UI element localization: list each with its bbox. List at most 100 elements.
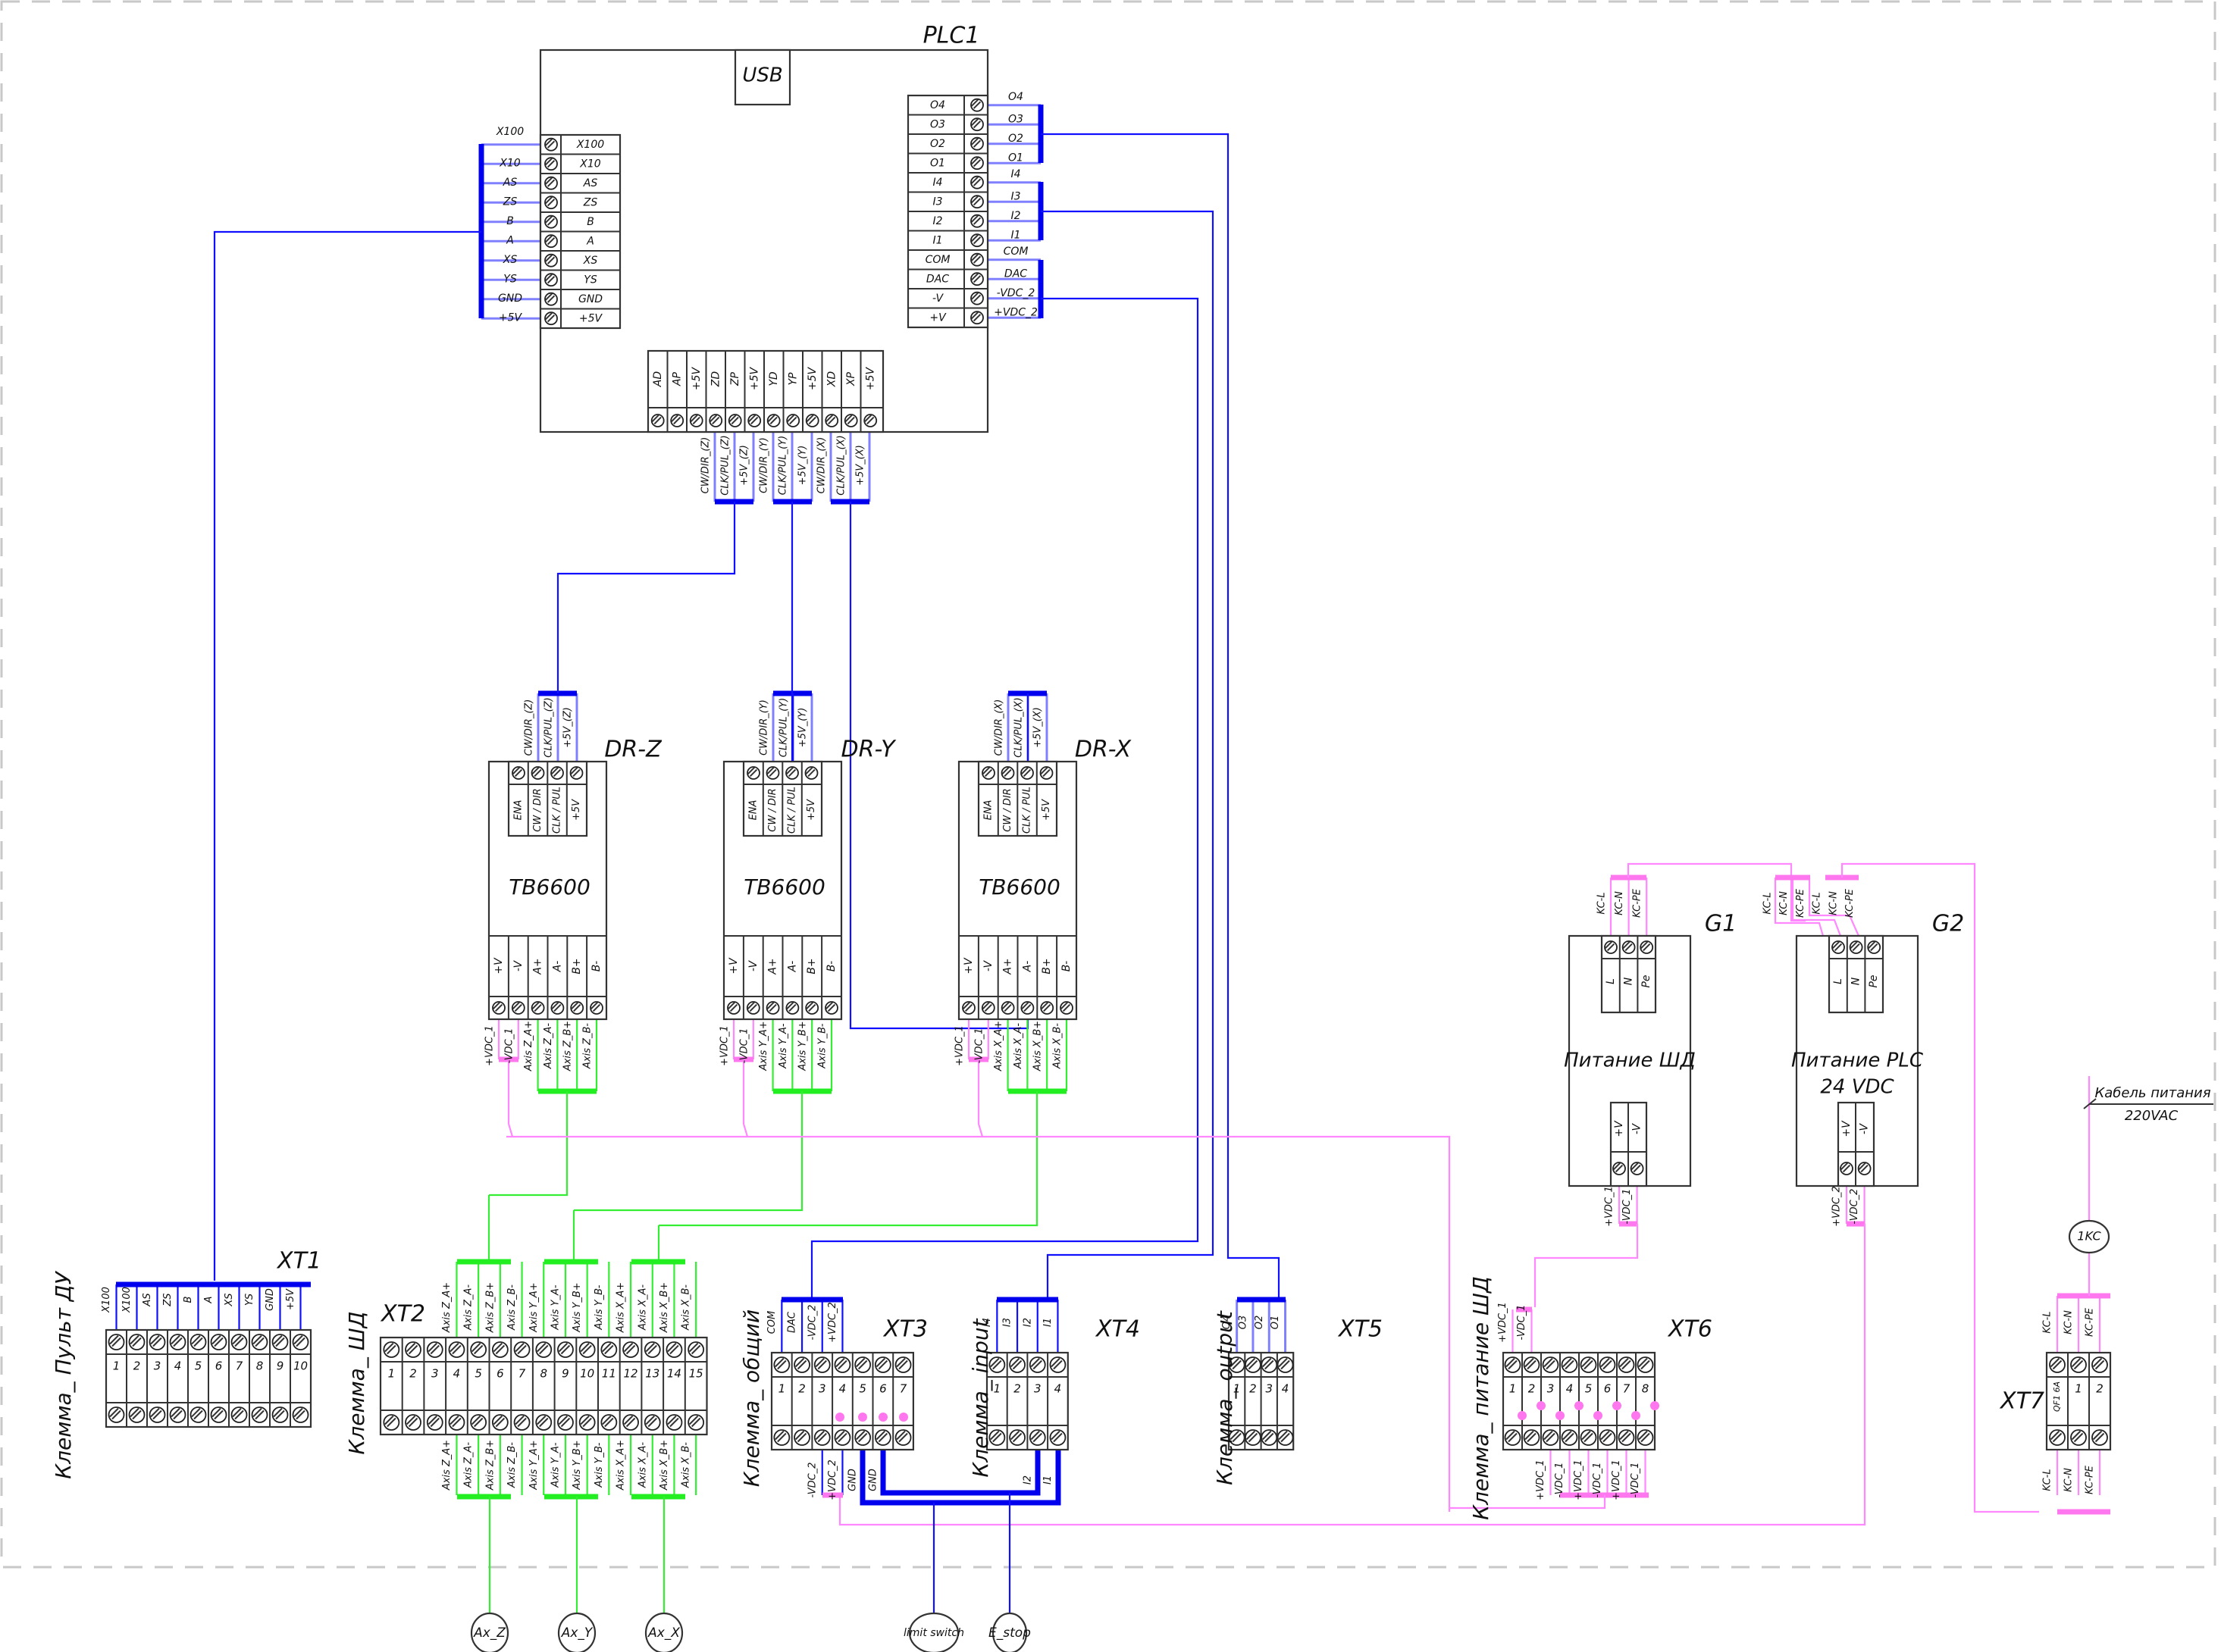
screw-slot (517, 1417, 527, 1428)
screw-slot (1264, 1359, 1274, 1370)
wire-gnd-bus (860, 1450, 1061, 1506)
terminal-screw-icon (169, 1334, 186, 1350)
terminal-screw-icon (854, 1429, 872, 1446)
screw-slot (647, 1344, 657, 1355)
terminal-screw-icon (492, 1001, 506, 1015)
screw-slot (1232, 1359, 1242, 1370)
screw-slot (835, 1430, 845, 1441)
screw-slot (731, 416, 739, 425)
driver-ref: DR-Y (841, 737, 897, 763)
terminal-screw-icon (1060, 1001, 1073, 1015)
screw-slot (1023, 1003, 1032, 1012)
screw-slot (785, 766, 794, 775)
wire-inputs-to-xt4 (1041, 210, 1214, 1297)
terminal-number: 9 (277, 1359, 284, 1373)
wire-label: Axis X_A+ (616, 1440, 627, 1491)
wire-label: +VDC_1 (1573, 1460, 1584, 1500)
terminal-screw-icon (970, 311, 984, 325)
terminal-number: 1 (2075, 1382, 2082, 1396)
terminal-screw-icon (970, 233, 984, 248)
screw-slot (1053, 1432, 1063, 1443)
wire-label: KC-N (1778, 891, 1790, 915)
terminal-screw-icon (666, 1414, 683, 1431)
screw-slot (1041, 1001, 1049, 1010)
terminal-number: 5 (1585, 1382, 1593, 1396)
wire-label: YS (503, 274, 517, 286)
screw-slot (962, 1001, 971, 1010)
wire-label: -VDC_1 (973, 1028, 985, 1064)
driver-terminal-label: +V (963, 957, 975, 975)
screw-slot (2071, 1430, 2082, 1441)
screw-slot (788, 1003, 797, 1012)
screw-slot (544, 274, 553, 282)
wire-label: Axis X_B- (681, 1284, 692, 1331)
terminal-screw-icon (1277, 1356, 1294, 1373)
wire-label: CLK/PUL_(Y) (778, 436, 789, 495)
bridge-dot (899, 1413, 908, 1422)
terminal-screw-icon (1029, 1356, 1046, 1373)
terminal-screw-icon (962, 1001, 976, 1015)
plc-terminal-label: +V (929, 312, 947, 324)
terminal-screw-icon (544, 214, 558, 229)
screw-slot (602, 1342, 612, 1353)
terminal-screw-icon (108, 1334, 125, 1350)
wire-label: KC-PE (2085, 1307, 2096, 1337)
terminal-screw-icon (622, 1341, 639, 1358)
wire-label: -VDC_1 (1630, 1463, 1641, 1498)
screw-slot (1023, 768, 1032, 778)
screw-slot (806, 1001, 814, 1010)
bridge-dot (1631, 1411, 1640, 1420)
wire-label: Axis X_A- (1013, 1023, 1024, 1069)
terminal-screw-icon (970, 272, 984, 286)
screw-slot (876, 1430, 886, 1441)
terminal-number: 3 (431, 1367, 439, 1381)
wire-label: -VDC_2 (1849, 1189, 1860, 1225)
screw-slot (653, 416, 662, 425)
wire-label: KC-PE (2085, 1465, 2096, 1494)
screw-slot (973, 255, 982, 264)
terminal-screw-icon (550, 766, 564, 780)
plc-terminal-label: I4 (932, 177, 942, 189)
wire-label: CW/DIR_(X) (816, 437, 828, 494)
wire-label: COM (766, 1311, 778, 1334)
terminal-screw-icon (1277, 1429, 1294, 1446)
psu-title: Питание ШД (1564, 1050, 1696, 1072)
screw-slot (534, 768, 542, 778)
bridge-dot (1650, 1401, 1659, 1410)
screw-slot (669, 1344, 679, 1355)
screw-slot (604, 1344, 614, 1355)
screw-slot (797, 1359, 807, 1370)
screw-slot (515, 1415, 525, 1425)
terminal-screw-icon (1621, 940, 1636, 954)
cable-label: 220VAC (2125, 1108, 2179, 1124)
wire-label: CW/DIR_(Z) (524, 699, 535, 756)
screw-slot (544, 215, 553, 224)
wire-label: Axis Z_B- (506, 1284, 518, 1331)
screw-slot (970, 273, 979, 281)
wire-label: +5V_(X) (855, 445, 866, 486)
psu-subtitle: 24 VDC (1820, 1076, 1894, 1099)
screw-slot (1619, 1430, 1629, 1441)
terminal-screw-icon (230, 1406, 248, 1423)
driver-model: TB6600 (979, 874, 1060, 900)
screw-slot (1546, 1359, 1555, 1370)
wire-label: X100 (121, 1287, 133, 1313)
wire-label: YS (244, 1294, 255, 1306)
screw-slot (384, 1415, 394, 1425)
screw-slot (1262, 1357, 1272, 1368)
terminal-screw-icon (805, 414, 819, 427)
screw-slot (1280, 1359, 1290, 1370)
screw-slot (1640, 1432, 1650, 1443)
screw-slot (293, 1334, 303, 1345)
screw-slot (766, 1001, 775, 1010)
wire-outputs-to-xt5 (1041, 133, 1280, 1297)
terminal-block-ref: XT6 (1667, 1316, 1712, 1343)
screw-slot (473, 1417, 484, 1428)
screw-slot (152, 1337, 162, 1347)
plc-terminal-label: O2 (930, 138, 945, 150)
screw-slot (211, 1407, 221, 1418)
screw-slot (1230, 1357, 1239, 1368)
terminal-screw-icon (531, 1001, 545, 1015)
wire-label: COM (1004, 246, 1029, 258)
terminal-number: 2 (133, 1359, 141, 1373)
